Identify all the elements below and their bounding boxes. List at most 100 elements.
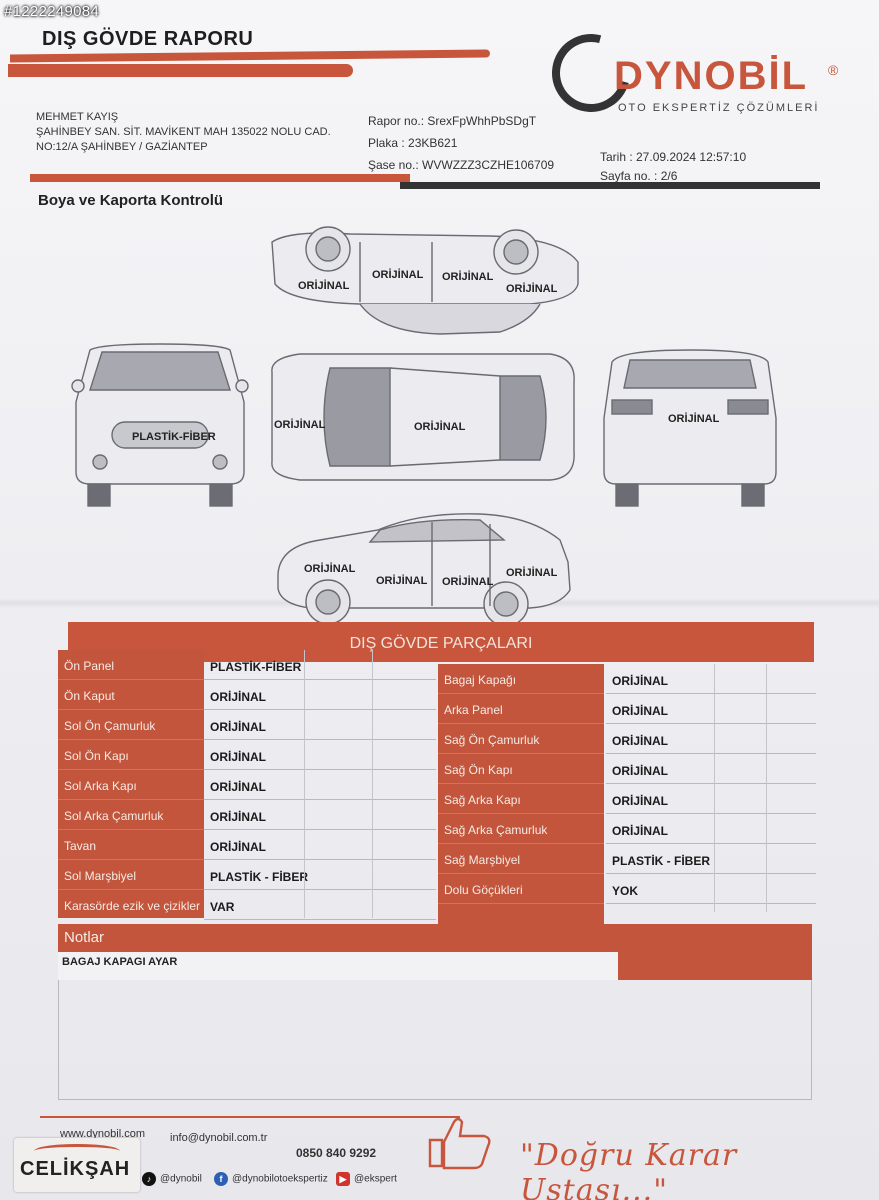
social-youtube-handle: @ekspert [354, 1173, 397, 1185]
label-top-mid1: ORİJİNAL [372, 268, 424, 281]
customer-block: MEHMET KAYIŞ ŞAHİNBEY SAN. SİT. MAVİKENT… [36, 110, 336, 155]
part-label-left-8: Karasörde ezik ve çizikler [58, 890, 204, 920]
social-youtube[interactable]: ▶ @ekspert [336, 1172, 397, 1186]
part-label-right-3: Sağ Ön Kapı [438, 754, 604, 784]
tiktok-icon: ♪ [142, 1172, 156, 1186]
part-value-right-0: ORİJİNAL [606, 664, 816, 694]
part-value-right-3: ORİJİNAL [606, 754, 816, 784]
chassis-number: Şase no.: WVWZZZ3CZHE106709 [368, 158, 555, 172]
part-label-left-7: Sol Marşbiyel [58, 860, 204, 890]
part-label-right-0: Bagaj Kapağı [438, 664, 604, 694]
youtube-icon: ▶ [336, 1172, 350, 1186]
car-rear-view [603, 349, 777, 507]
part-value-left-6: ORİJİNAL [204, 830, 436, 860]
label-roof-left: ORİJİNAL [274, 418, 326, 431]
part-value-right-4: ORİJİNAL [606, 784, 816, 814]
dealer-roof-icon [34, 1144, 120, 1158]
report-meta: Rapor no.: SrexFpWhhPbSDgT Plaka : 23KB6… [368, 110, 554, 176]
footer-line [40, 1116, 460, 1118]
report-title: DIŞ GÖVDE RAPORU [42, 28, 254, 50]
social-facebook[interactable]: f @dynobilotoekspertiz [214, 1172, 328, 1186]
customer-name: MEHMET KAYIŞ [36, 111, 119, 123]
dynobil-logo: DYNOBİL ® OTO EKSPERTİZ ÇÖZÜMLERİ [537, 19, 852, 127]
part-value-right-1: ORİJİNAL [606, 694, 816, 724]
part-value-right-5: ORİJİNAL [606, 814, 816, 844]
label-rear: ORİJİNAL [668, 412, 720, 425]
separator-dark [400, 182, 820, 189]
label-roof-mid: ORİJİNAL [414, 420, 466, 433]
social-tiktok-handle: @dynobil [160, 1173, 202, 1185]
social-facebook-handle: @dynobilotoekspertiz [232, 1173, 328, 1185]
label-bot-right: ORİJİNAL [506, 566, 558, 579]
report-date: Tarih : 27.09.2024 12:57:10 [600, 150, 747, 164]
plate-number: Plaka : 23KB621 [368, 136, 458, 150]
part-label-left-1: Ön Kaput [58, 680, 204, 710]
thumbs-up-icon [428, 1117, 491, 1170]
footer-slogan: "Doğru Karar Ustası..." [520, 1138, 738, 1200]
part-label-left-2: Sol Ön Çamurluk [58, 710, 204, 740]
grid-line [304, 650, 305, 918]
part-label-left-4: Sol Arka Kapı [58, 770, 204, 800]
logo-subtitle: OTO EKSPERTİZ ÇÖZÜMLERİ [618, 102, 820, 114]
part-label-left-5: Sol Arka Çamurluk [58, 800, 204, 830]
part-label-right-1: Arka Panel [438, 694, 604, 724]
grid-line [766, 664, 767, 912]
part-label-right-6: Sağ Marşbiyel [438, 844, 604, 874]
part-label-left-3: Sol Ön Kapı [58, 740, 204, 770]
logo-name: DYNOBİL [614, 54, 808, 98]
facebook-icon: f [214, 1172, 228, 1186]
report-meta-right: Tarih : 27.09.2024 12:57:10 Sayfa no. : … [600, 148, 746, 186]
label-bot-mid1: ORİJİNAL [376, 574, 428, 587]
dealer-name: CELİKŞAH [20, 1158, 131, 1180]
part-label-right-2: Sağ Ön Çamurluk [438, 724, 604, 754]
footer-phone[interactable]: 0850 840 9292 [296, 1146, 377, 1160]
logo-registered: ® [828, 62, 839, 78]
customer-address-2: NO:12/A ŞAHİNBEY / GAZİANTEP [36, 141, 208, 153]
label-bot-mid2: ORİJİNAL [442, 575, 494, 588]
grid-line [714, 664, 715, 912]
label-bot-left: ORİJİNAL [304, 562, 356, 575]
part-value-left-1: ORİJİNAL [204, 680, 436, 710]
label-top-left: ORİJİNAL [298, 279, 350, 292]
part-label-left-6: Tavan [58, 830, 204, 860]
car-damage-diagram: ORİJİNAL ORİJİNAL ORİJİNAL ORİJİNAL PLAS… [71, 226, 777, 627]
notes-title: Notlar [58, 924, 812, 952]
report-number: Rapor no.: SrexFpWhhPbSDgT [368, 114, 537, 128]
grid-line [372, 650, 373, 918]
label-top-right: ORİJİNAL [506, 282, 558, 295]
label-top-mid2: ORİJİNAL [442, 270, 494, 283]
part-value-left-4: ORİJİNAL [204, 770, 436, 800]
social-tiktok[interactable]: ♪ @dynobil [142, 1172, 202, 1186]
part-label-right-4: Sağ Arka Kapı [438, 784, 604, 814]
footer-website[interactable]: www.dynobil.com [60, 1128, 145, 1140]
part-label-left-0: Ön Panel [58, 650, 204, 680]
part-label-right-7: Dolu Göçükleri [438, 874, 604, 904]
part-value-right-2: ORİJİNAL [606, 724, 816, 754]
label-front: PLASTİK-FİBER [132, 430, 216, 443]
part-value-left-2: ORİJİNAL [204, 710, 436, 740]
part-label-right-5: Sağ Arka Çamurluk [438, 814, 604, 844]
car-roof-view [271, 353, 575, 481]
notes-text-background [58, 952, 618, 980]
listing-id: #1222249084 [4, 3, 100, 20]
separator-red [30, 174, 410, 182]
footer-email[interactable]: info@dynobil.com.tr [170, 1132, 268, 1144]
part-value-left-3: ORİJİNAL [204, 740, 436, 770]
car-side-bottom-view [277, 513, 571, 627]
part-value-right-7: YOK [606, 874, 816, 904]
notes-text: BAGAJ KAPAGI AYAR [62, 956, 178, 968]
notes-box [58, 980, 812, 1100]
dealer-badge: CELİKŞAH [14, 1138, 140, 1192]
header-swoosh-thick [8, 64, 353, 77]
part-value-left-0: PLASTİK-FİBER [204, 650, 436, 680]
part-value-left-5: ORİJİNAL [204, 800, 436, 830]
part-value-right-6: PLASTİK - FİBER [606, 844, 816, 874]
part-value-left-7: PLASTİK - FİBER [204, 860, 436, 890]
section-title: Boya ve Kaporta Kontrolü [38, 192, 224, 209]
car-side-top-view [271, 226, 579, 335]
